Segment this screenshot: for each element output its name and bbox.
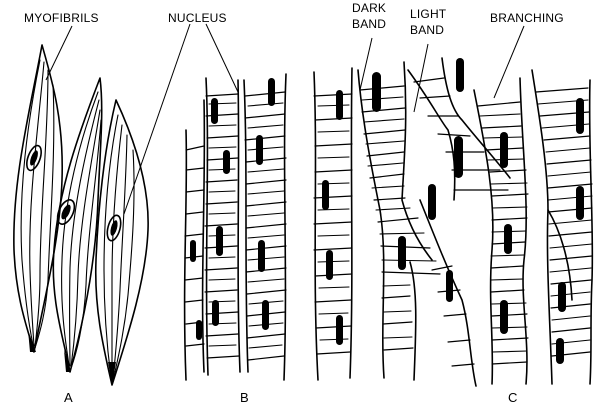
panel-b-skeletal-muscle — [183, 73, 287, 381]
panel-c-cardiac-muscle — [313, 57, 594, 387]
leader-light-band — [413, 43, 429, 113]
label-light-band-line2: BAND — [410, 23, 444, 37]
cardiac-fiber-c2 — [357, 61, 477, 387]
cardiac-fiber-c1 — [313, 67, 353, 381]
label-branching: BRANCHING — [490, 11, 564, 25]
panel-label-b: B — [240, 390, 249, 405]
cardiac-fiber-c5 — [531, 69, 594, 385]
striated-fiber-b2 — [204, 77, 241, 376]
leader-branching — [493, 25, 525, 99]
panel-a-smooth-muscle — [13, 44, 149, 386]
spindle-cell-1 — [13, 44, 64, 353]
label-dark-band-line1: DARK — [352, 1, 386, 15]
striated-fiber-b1 — [183, 99, 206, 381]
spindle-cell-2 — [52, 77, 103, 373]
cardiac-fiber-c4 — [473, 77, 529, 385]
striated-fiber-b3 — [243, 73, 287, 381]
leader-lines — [45, 23, 525, 215]
label-dark-band-line2: BAND — [352, 17, 386, 31]
leader-nucleus-b — [205, 23, 239, 93]
spindle-cell-3 — [94, 99, 149, 386]
leader-dark-band — [359, 37, 373, 91]
leader-nucleus-a — [123, 23, 191, 215]
panel-label-a: A — [64, 390, 73, 405]
label-nucleus: NUCLEUS — [168, 11, 227, 25]
leader-myofibrils — [45, 25, 73, 81]
label-myofibrils: MYOFIBRILS — [24, 11, 99, 25]
label-light-band-line1: LIGHT — [410, 7, 447, 21]
labels: MYOFIBRILS NUCLEUS DARK BAND LIGHT BAND … — [24, 1, 564, 405]
cardiac-fiber-c3 — [407, 57, 511, 201]
panel-label-c: C — [508, 390, 517, 405]
